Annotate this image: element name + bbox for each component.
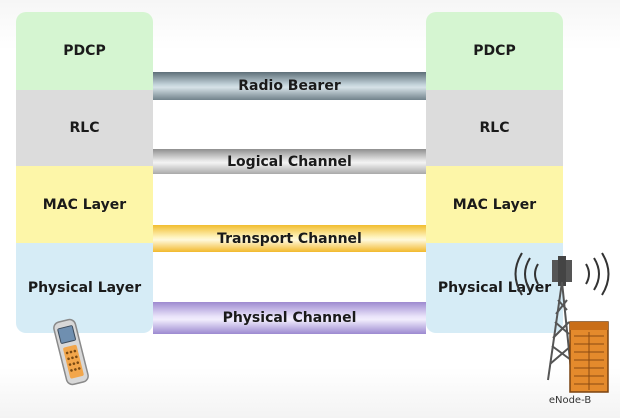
ue-rlc-layer: RLC [16, 90, 153, 166]
logical-channel-pipe: Logical Channel [153, 149, 426, 174]
enodeb-pdcp-layer: PDCP [426, 12, 563, 90]
ue-mac-layer: MAC Layer [16, 166, 153, 243]
mobile-phone-icon [52, 316, 90, 388]
enodeb-mac-layer: MAC Layer [426, 166, 563, 243]
physical-channel-pipe: Physical Channel [153, 302, 426, 334]
transport-channel-pipe: Transport Channel [153, 225, 426, 252]
enodeb-label: eNode-B [538, 395, 602, 406]
ue-pdcp-layer: PDCP [16, 12, 153, 90]
radio-bearer-pipe: Radio Bearer [153, 72, 426, 100]
enodeb-rlc-layer: RLC [426, 90, 563, 166]
cell-tower-icon [508, 252, 612, 394]
